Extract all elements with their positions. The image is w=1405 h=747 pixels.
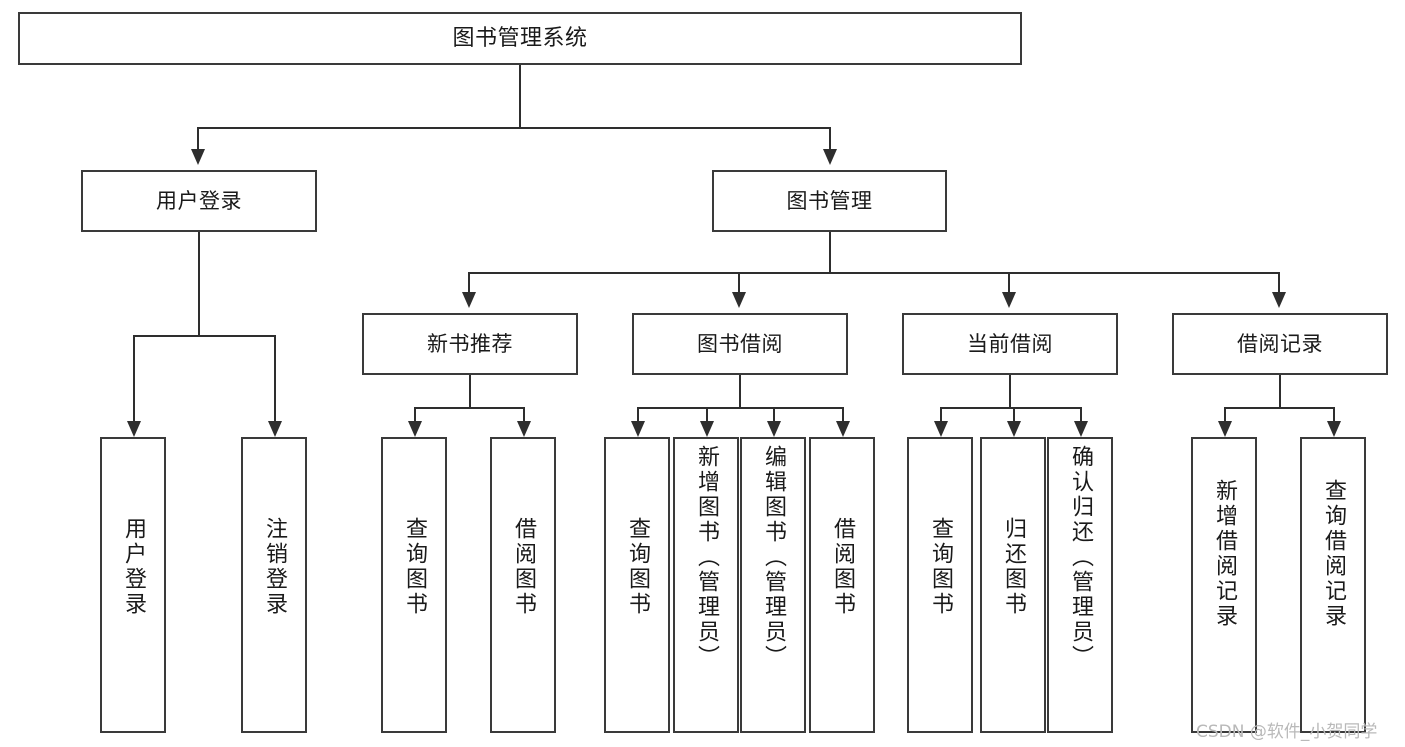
node-new-book-recommend[interactable]: 新书推荐	[362, 313, 578, 375]
node-label: 借阅图书	[511, 517, 536, 617]
edge-borrow-record-bus	[1224, 407, 1335, 409]
edge-root-stem	[519, 65, 521, 127]
node-leaf-return-book[interactable]: 归还图书	[980, 437, 1046, 733]
edge-book-borrow-stem	[739, 375, 741, 408]
node-leaf-add-borrow-record[interactable]: 新增借阅记录	[1191, 437, 1257, 733]
node-label: 查询图书	[625, 517, 650, 617]
edge-current-borrow-drop-2	[1013, 407, 1015, 421]
node-label: 图书借阅	[697, 331, 783, 356]
edge-borrow-record-drop-2	[1333, 407, 1335, 421]
node-leaf-query-borrow-record[interactable]: 查询借阅记录	[1300, 437, 1366, 733]
node-label: 用户登录	[156, 188, 242, 213]
node-root-system[interactable]: 图书管理系统	[18, 12, 1022, 65]
node-label: 用户登录	[121, 517, 146, 617]
arrow-to-borrow-record	[1272, 292, 1286, 308]
edge-user-login-bus	[133, 335, 276, 337]
arrow-to-leaf-query-book-2	[631, 421, 645, 437]
node-label: 图书管理	[786, 188, 873, 213]
edge-user-login-drop-1	[133, 335, 135, 421]
edge-level3-drop-3	[1008, 272, 1010, 292]
edge-user-login-drop-2	[274, 335, 276, 421]
edge-book-management-stem	[829, 232, 831, 274]
edge-user-login-stem	[198, 232, 200, 336]
node-current-borrow[interactable]: 当前借阅	[902, 313, 1118, 375]
arrow-to-leaf-return-book	[1007, 421, 1021, 437]
arrow-to-leaf-query-book-3	[934, 421, 948, 437]
node-leaf-query-book-2[interactable]: 查询图书	[604, 437, 670, 733]
edge-new-book-bus	[414, 407, 525, 409]
edge-current-borrow-stem	[1009, 375, 1011, 408]
arrow-to-leaf-query-borrow-record	[1327, 421, 1341, 437]
edge-book-borrow-drop-4	[842, 407, 844, 421]
node-leaf-confirm-return-admin[interactable]: 确认归还（管理员）	[1047, 437, 1113, 733]
node-label: 查询借阅记录	[1321, 479, 1346, 629]
edge-current-borrow-drop-3	[1080, 407, 1082, 421]
edge-current-borrow-bus	[940, 407, 1082, 409]
arrow-to-leaf-user-login	[127, 421, 141, 437]
arrow-to-current-borrow	[1002, 292, 1016, 308]
arrow-to-leaf-borrow-book-2	[836, 421, 850, 437]
edge-new-book-drop-1	[414, 407, 416, 421]
arrow-to-user-login	[191, 149, 205, 165]
edge-level2-drop-left	[197, 127, 199, 149]
edge-book-borrow-drop-2	[706, 407, 708, 421]
node-leaf-borrow-book-2[interactable]: 借阅图书	[809, 437, 875, 733]
arrow-to-leaf-borrow-book-1	[517, 421, 531, 437]
edge-level2-bus	[197, 127, 831, 129]
node-leaf-edit-book-admin[interactable]: 编辑图书（管理员）	[740, 437, 806, 733]
edge-level2-drop-right	[829, 127, 831, 149]
node-leaf-add-book-admin[interactable]: 新增图书（管理员）	[673, 437, 739, 733]
node-label: 新增借阅记录	[1212, 479, 1237, 629]
node-label: 新增图书（管理员）	[694, 445, 719, 670]
watermark: CSDN @软件_小贺同学	[1196, 722, 1378, 742]
arrow-to-leaf-add-book-admin	[700, 421, 714, 437]
node-label: 编辑图书（管理员）	[761, 445, 786, 670]
edge-level3-drop-1	[468, 272, 470, 292]
arrow-to-leaf-confirm-return-admin	[1074, 421, 1088, 437]
edge-current-borrow-drop-1	[940, 407, 942, 421]
edge-new-book-stem	[469, 375, 471, 408]
edge-book-borrow-bus	[637, 407, 844, 409]
node-label: 当前借阅	[967, 331, 1053, 356]
node-leaf-user-login[interactable]: 用户登录	[100, 437, 166, 733]
edge-borrow-record-drop-1	[1224, 407, 1226, 421]
node-label: 注销登录	[262, 517, 287, 617]
node-label: 借阅图书	[830, 517, 855, 617]
node-leaf-query-book-1[interactable]: 查询图书	[381, 437, 447, 733]
arrow-to-new-book-recommend	[462, 292, 476, 308]
node-leaf-query-book-3[interactable]: 查询图书	[907, 437, 973, 733]
node-label: 借阅记录	[1237, 331, 1323, 356]
edge-level3-drop-4	[1278, 272, 1280, 292]
arrow-to-leaf-edit-book-admin	[767, 421, 781, 437]
edge-new-book-drop-2	[523, 407, 525, 421]
node-label: 新书推荐	[427, 331, 513, 356]
edge-book-borrow-drop-3	[773, 407, 775, 421]
node-borrow-record[interactable]: 借阅记录	[1172, 313, 1388, 375]
node-leaf-borrow-book-1[interactable]: 借阅图书	[490, 437, 556, 733]
node-leaf-logout-login[interactable]: 注销登录	[241, 437, 307, 733]
node-label: 确认归还（管理员）	[1068, 445, 1093, 670]
arrow-to-leaf-logout-login	[268, 421, 282, 437]
edge-level3-bus	[468, 272, 1280, 274]
edge-book-borrow-drop-1	[637, 407, 639, 421]
arrow-to-leaf-add-borrow-record	[1218, 421, 1232, 437]
edge-borrow-record-stem	[1279, 375, 1281, 408]
node-label: 查询图书	[402, 517, 427, 617]
arrow-to-leaf-query-book-1	[408, 421, 422, 437]
edge-level3-drop-2	[738, 272, 740, 292]
node-label: 图书管理系统	[452, 25, 588, 51]
node-user-login[interactable]: 用户登录	[81, 170, 317, 232]
node-label: 归还图书	[1001, 517, 1026, 617]
node-book-borrow[interactable]: 图书借阅	[632, 313, 848, 375]
arrow-to-book-management	[823, 149, 837, 165]
node-book-management[interactable]: 图书管理	[712, 170, 947, 232]
arrow-to-book-borrow	[732, 292, 746, 308]
node-label: 查询图书	[928, 517, 953, 617]
